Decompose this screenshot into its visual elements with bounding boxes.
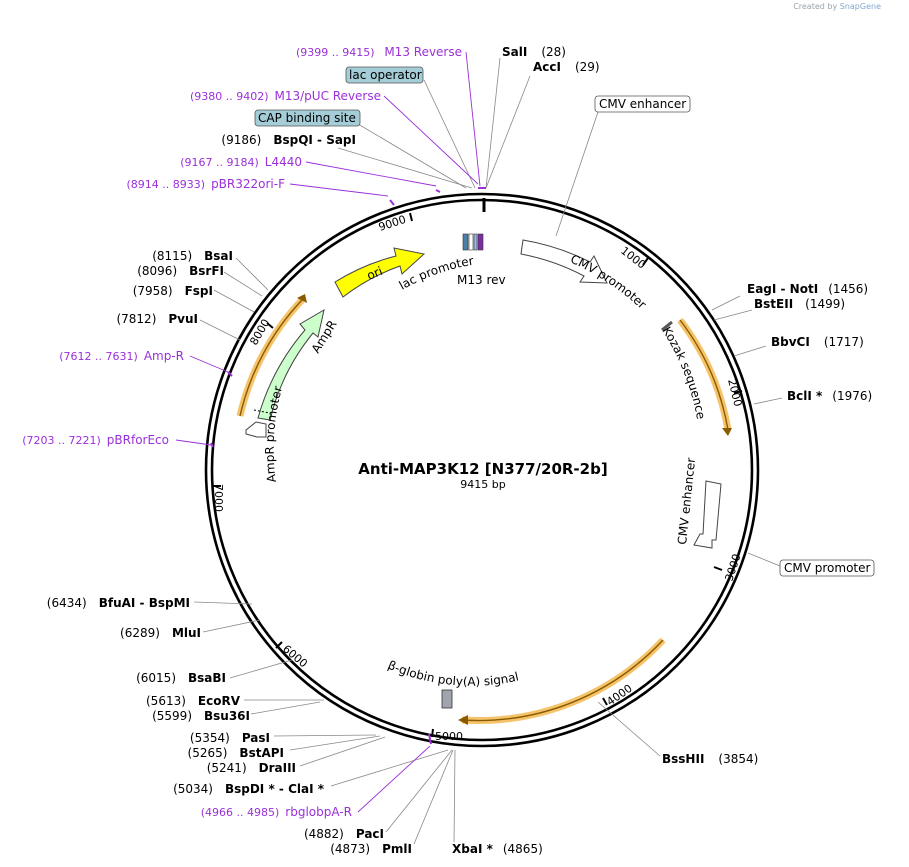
ampr-promoter-arrow (245, 421, 267, 438)
leader-lines (193, 57, 783, 845)
primer-pbrforeco: (7203 .. 7221)pBRforEco (22, 433, 169, 447)
tick-marks (213, 198, 743, 738)
primer-pbr322ori-f: (8914 .. 8933)pBR322ori-F (127, 177, 286, 191)
enzyme-bsteii: BstEII(1499) (754, 297, 845, 311)
highlight-arcs (236, 297, 732, 725)
ampr-dotted (253, 409, 271, 414)
ori-label: ori (365, 264, 385, 283)
cmv-enhancer-arrow (520, 239, 608, 284)
svg-text:lac operator: lac operator (349, 68, 422, 82)
lac-feature-1 (462, 233, 469, 251)
beta-globin-feature (441, 689, 453, 709)
tick-9000: 9000 (377, 213, 408, 234)
enzyme-pasi: (5354)PasI (190, 731, 270, 745)
enzyme-xbai: XbaI *(4865) (452, 842, 543, 856)
primer-marks (210, 187, 486, 745)
lac-feature-3 (473, 233, 478, 251)
tick-5000: 5000 (435, 730, 463, 743)
ampr-arrow (257, 308, 325, 421)
ori-arrow (334, 247, 426, 298)
plasmid-length: 9415 bp (460, 478, 505, 491)
enzyme-mlui: (6289)MluI (120, 626, 201, 640)
primer-amp-r: (7612 .. 7631)Amp-R (59, 349, 184, 363)
enzyme-bsabi: (6015)BsaBI (136, 671, 226, 685)
enzyme-sali: SalI(28) (502, 45, 566, 59)
enzyme-pmli: (4873)PmlI (330, 842, 412, 856)
tick-7000: 7000 (212, 484, 225, 512)
enzyme-ecorv: (5613)EcoRV (146, 694, 241, 708)
enzyme-draiii: (5241)DraIII (207, 761, 296, 775)
tick-2000: 2000 (725, 378, 744, 408)
primer-leader-lines (175, 51, 481, 813)
highlight-arc-strokes (239, 299, 729, 722)
enzyme-pvui: (7812)PvuI (116, 312, 198, 326)
box-lac-operator: lac operator (345, 66, 424, 84)
primer-l4440: (9167 .. 9184)L4440 (180, 155, 302, 169)
enzyme-bsshii: BssHII(3854) (662, 752, 758, 766)
cmv-enhancer-inner-label: CMV enhancer (675, 457, 698, 545)
enzyme-bspdi-clai: (5034)BspDI * - ClaI * (173, 782, 325, 796)
lac-feature-4 (477, 233, 484, 251)
enzyme-bstapi: (5265)BstAPI (188, 746, 284, 760)
enzyme-labels-right: SalI(28) AccI(29) EagI - NotI(1456) BstE… (452, 45, 872, 856)
kozak-label: Kozak sequence (659, 324, 708, 420)
svg-text:CMV enhancer: CMV enhancer (599, 97, 686, 111)
enzyme-bspqi-sapi: (9186)BspQI - SapI (221, 133, 356, 147)
primer-m13-puc-reverse: (9380 .. 9402)M13/pUC Reverse (190, 89, 381, 103)
primer-m13-reverse: (9399 .. 9415) M13 Reverse (296, 45, 462, 59)
enzyme-bbvci: BbvCI(1717) (771, 335, 864, 349)
snapgene-logo: SnapGene (839, 2, 881, 11)
cmv-enhancer-right-arrow (693, 480, 722, 549)
enzyme-labels-left: (9186)BspQI - SapI (8115)BsaI (8096)BsrF… (47, 133, 412, 856)
enzyme-bsu36i: (5599)Bsu36I (152, 709, 250, 723)
enzyme-acci: AccI(29) (533, 60, 600, 74)
enzyme-fspi: (7958)FspI (133, 284, 213, 298)
ampr-orange-arrowhead (297, 294, 307, 303)
enzyme-bfuai-bspmi: (6434)BfuAI - BspMI (47, 596, 190, 610)
enzyme-paci: (4882)PacI (304, 827, 384, 841)
globin-arrowhead (458, 715, 468, 725)
cmv-arrowhead (722, 428, 732, 436)
snapgene-credit: Created by SnapGene (793, 2, 881, 11)
primer-rbglobpa-r: (4966 .. 4985)rbglobpA-R (201, 805, 352, 819)
box-cmv-promoter-right: CMV promoter (779, 559, 875, 577)
enzyme-eagi-noti: EagI - NotI(1456) (747, 282, 868, 296)
plasmid-name: Anti-MAP3K12 [N377/20R-2b] (358, 460, 607, 478)
kozak-marker (661, 320, 673, 332)
m13-rev-label: M13 rev (457, 273, 506, 287)
lac-feature-2 (468, 233, 474, 251)
svg-text:CMV promoter: CMV promoter (784, 561, 871, 575)
enzyme-bcli: BclI *(1976) (787, 389, 872, 403)
box-cmv-enhancer-top: CMV enhancer (594, 95, 691, 113)
beta-globin-label: β-globin poly(A) signal (386, 658, 520, 689)
enzyme-bsrfi: (8096)BsrFI (137, 264, 224, 278)
svg-text:CAP binding site: CAP binding site (258, 111, 356, 125)
box-cap-binding-site: CAP binding site (254, 109, 361, 127)
enzyme-bsai: (8115)BsaI (152, 249, 233, 263)
backbone (204, 192, 760, 748)
primer-labels: (9399 .. 9415) M13 Reverse (9380 .. 9402… (22, 45, 462, 819)
tick-1000: 1000 (618, 244, 648, 271)
